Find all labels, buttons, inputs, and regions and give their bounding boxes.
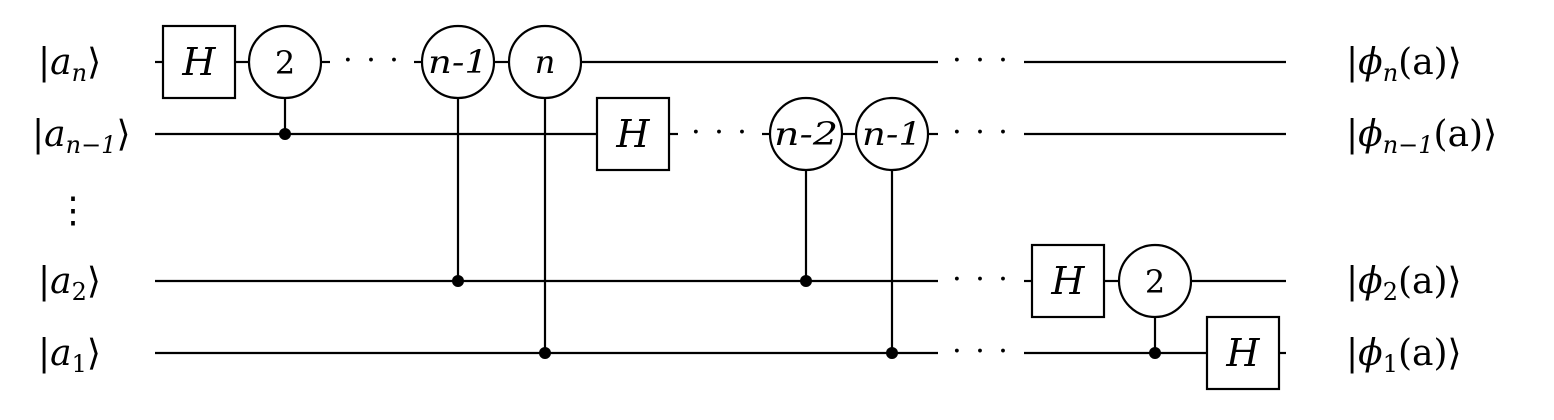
rotation-gate-rn-an: n bbox=[507, 24, 583, 100]
svg-text:n: n bbox=[535, 43, 556, 81]
input-label-an-1: |an−1⟩ bbox=[32, 114, 131, 159]
control-dot-rn-top bbox=[539, 347, 551, 359]
output-label-phin-1: |ϕn−1(a)⟩ bbox=[1346, 114, 1497, 159]
rotation-gate-rn1-an: n-1 bbox=[420, 24, 496, 100]
control-dot-rn2-mid bbox=[800, 275, 812, 287]
svg-text:n-2: n-2 bbox=[774, 115, 838, 153]
rotation-gate-rn1-an-1: n-1 bbox=[854, 96, 930, 172]
hadamard-gate-a2: H bbox=[1030, 243, 1106, 319]
input-label-a1: |a1⟩ bbox=[38, 333, 101, 378]
svg-text:H: H bbox=[615, 112, 650, 156]
svg-text:n-1: n-1 bbox=[428, 43, 488, 81]
svg-text:H: H bbox=[1225, 331, 1260, 375]
input-label-an: |an⟩ bbox=[38, 42, 101, 87]
svg-text:H: H bbox=[181, 40, 216, 84]
ellipsis-a1: · · · bbox=[952, 334, 1010, 369]
hadamard-gate-a1: H bbox=[1205, 315, 1281, 391]
ellipsis-an-1-right: · · · bbox=[952, 115, 1010, 150]
svg-text:2: 2 bbox=[1145, 263, 1165, 301]
rotation-gate-r2-an: 2 bbox=[247, 24, 323, 100]
control-dot-r2-top bbox=[279, 128, 291, 140]
control-dot-r2-bottom bbox=[1149, 347, 1161, 359]
ellipsis-a2: · · · bbox=[952, 262, 1010, 297]
svg-text:n-1: n-1 bbox=[862, 115, 922, 153]
control-dot-rn1-mid bbox=[886, 347, 898, 359]
rotation-gate-r2-a2: 2 bbox=[1117, 243, 1193, 319]
control-dot-rn1-top bbox=[452, 275, 464, 287]
svg-text:H: H bbox=[1050, 259, 1085, 303]
output-label-phi2: |ϕ2(a)⟩ bbox=[1346, 261, 1462, 306]
hadamard-gate-an-1: H bbox=[595, 96, 671, 172]
input-label-a2: |a2⟩ bbox=[38, 261, 101, 306]
rotation-gate-rn2-an-1: n-2 bbox=[768, 96, 844, 172]
svg-text:2: 2 bbox=[275, 44, 295, 82]
vertical-ellipsis: ⋮ bbox=[55, 190, 91, 231]
hadamard-gate-an: H bbox=[161, 24, 237, 100]
ellipsis-an-left: · · · bbox=[343, 43, 401, 78]
output-label-phin: |ϕn(a)⟩ bbox=[1346, 42, 1462, 87]
ellipsis-an-right: · · · bbox=[952, 43, 1010, 78]
output-label-phi1: |ϕ1(a)⟩ bbox=[1346, 333, 1462, 378]
ellipsis-an-1-left: · · · bbox=[691, 115, 749, 150]
